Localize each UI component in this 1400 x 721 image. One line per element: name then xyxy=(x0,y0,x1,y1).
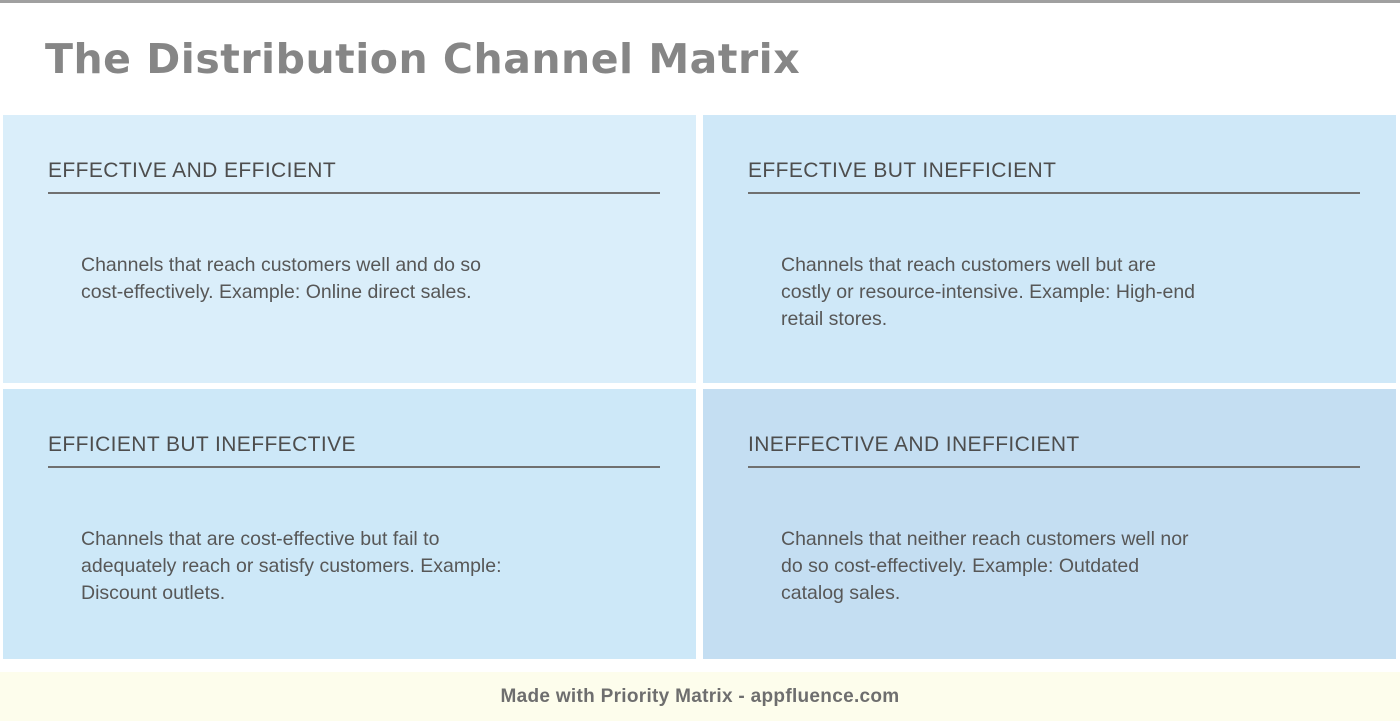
quadrant-description: Channels that reach customers well but a… xyxy=(781,254,1196,330)
quadrant-title: EFFECTIVE AND EFFICIENT xyxy=(48,159,660,194)
matrix-grid: EFFECTIVE AND EFFICIENT Channels that re… xyxy=(3,115,1396,659)
footer-credit-text: Made with Priority Matrix - appfluence.c… xyxy=(500,685,900,707)
quadrant-description: Channels that reach customers well and d… xyxy=(81,254,481,303)
quadrant-title: INEFFECTIVE AND INEFFICIENT xyxy=(748,433,1360,468)
quadrant-title: EFFICIENT BUT INEFFECTIVE xyxy=(48,433,660,468)
quadrant-description: Channels that are cost-effective but fai… xyxy=(81,528,502,604)
quadrant-description: Channels that neither reach customers we… xyxy=(781,528,1189,604)
quadrant-ineffective-and-inefficient: INEFFECTIVE AND INEFFICIENT Channels tha… xyxy=(703,389,1396,659)
page-title: The Distribution Channel Matrix xyxy=(45,35,801,83)
footer-credit-bar: Made with Priority Matrix - appfluence.c… xyxy=(0,672,1400,721)
quadrant-effective-but-inefficient: EFFECTIVE BUT INEFFICIENT Channels that … xyxy=(703,115,1396,383)
quadrant-effective-and-efficient: EFFECTIVE AND EFFICIENT Channels that re… xyxy=(3,115,696,383)
quadrant-efficient-but-ineffective: EFFICIENT BUT INEFFECTIVE Channels that … xyxy=(3,389,696,659)
quadrant-title: EFFECTIVE BUT INEFFICIENT xyxy=(748,159,1360,194)
header: The Distribution Channel Matrix xyxy=(0,3,1400,115)
footer-gap xyxy=(0,659,1400,672)
